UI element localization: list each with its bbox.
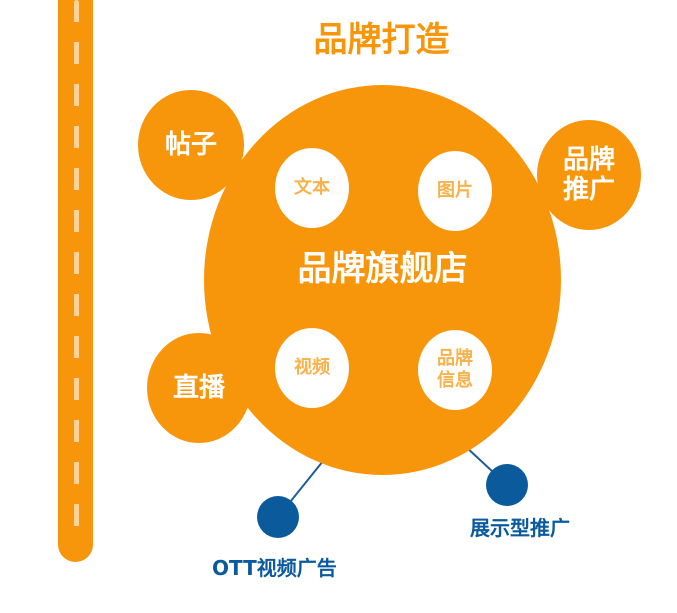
live-label: 直播 bbox=[172, 373, 225, 403]
display-node-dot bbox=[486, 464, 528, 506]
ott-node-dot bbox=[257, 496, 299, 538]
post-node: 帖子 bbox=[138, 90, 244, 200]
flagship-store-label: 品牌旗舰店 bbox=[297, 248, 468, 289]
video-label: 视频 bbox=[294, 357, 330, 378]
info-label-1: 品牌 bbox=[437, 348, 473, 369]
post-label: 帖子 bbox=[164, 130, 217, 160]
image-label: 图片 bbox=[437, 180, 473, 201]
video-node: 视频 bbox=[275, 328, 349, 408]
ott-label: OTT视频广告 bbox=[212, 556, 337, 580]
timeline-road bbox=[58, 0, 93, 562]
brand-info-node: 品牌信息 bbox=[418, 330, 492, 410]
promo-label-1: 品牌 bbox=[562, 145, 615, 175]
brand-promotion-node: 品牌推广 bbox=[537, 120, 641, 230]
promo-label-2: 推广 bbox=[562, 175, 615, 205]
image-node: 图片 bbox=[418, 151, 492, 231]
road-dashes bbox=[74, 0, 79, 545]
flagship-store-node: 品牌旗舰店 bbox=[204, 85, 561, 475]
display-label: 展示型推广 bbox=[470, 516, 570, 540]
info-label-2: 信息 bbox=[437, 370, 473, 391]
diagram-title: 品牌打造 bbox=[313, 20, 450, 60]
text-label: 文本 bbox=[294, 177, 330, 198]
text-node: 文本 bbox=[275, 148, 349, 228]
